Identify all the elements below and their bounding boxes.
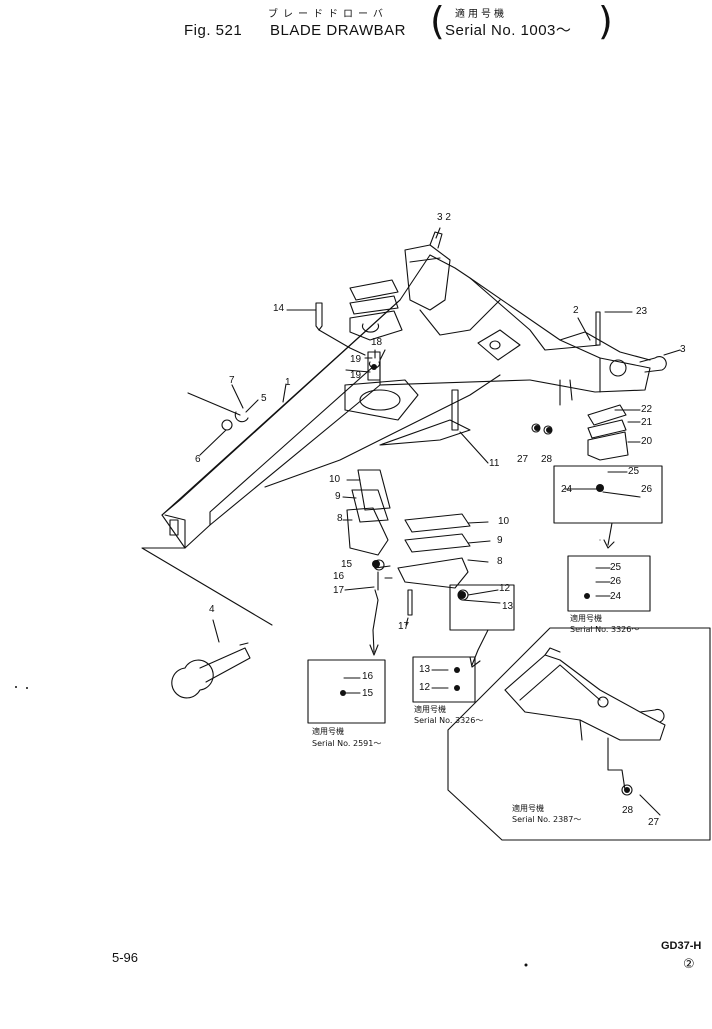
ball-pin: [172, 643, 250, 698]
callout-24: 24: [561, 484, 573, 495]
top-shoe-stack: [350, 280, 402, 340]
callout-6: 6: [195, 454, 201, 465]
callout-8-b: 8: [497, 556, 503, 567]
inset-2591-applicable: 適用号機: [312, 727, 344, 736]
inset-3326-callout-26: 26: [610, 576, 622, 587]
left-paren: (: [430, 0, 445, 43]
callout-15: 15: [341, 559, 353, 570]
callout-23: 23: [636, 306, 648, 317]
inset-3326b-callout-12: 12: [419, 682, 431, 693]
callout-9-b: 9: [497, 535, 503, 546]
callout-4: 4: [209, 604, 215, 615]
inset-2387-callout-28: 28: [622, 805, 634, 816]
callout-2: 2: [573, 305, 579, 316]
inset-drawbar: [505, 648, 665, 815]
applicable-label: 適用号機: [455, 9, 507, 20]
drawbar-frame: [162, 245, 650, 548]
inset-3326-serial: Serial No. 3326～: [570, 625, 640, 634]
left-shoe-stack: [347, 470, 390, 555]
model-code: GD37-H: [661, 940, 702, 952]
callout-1: 1: [285, 377, 291, 388]
inset-3326-applicable: 適用号機: [570, 614, 602, 623]
callout-7: 7: [229, 375, 235, 386]
callout-10-b: 10: [498, 516, 510, 527]
serial-range: Serial No. 1003～: [445, 22, 572, 39]
callout-20: 20: [641, 436, 653, 447]
callout-10-a: 10: [329, 474, 341, 485]
callout-14: 14: [273, 303, 285, 314]
callout-3: 3: [680, 344, 686, 355]
inset-2591-serial: Serial No. 2591～: [312, 739, 382, 748]
callout-16: 16: [333, 571, 345, 582]
inset-2387-callout-27: 27: [648, 817, 660, 828]
callout-9-a: 9: [335, 491, 341, 502]
callout-22: 22: [641, 404, 653, 415]
callout-8-a: 8: [337, 513, 343, 524]
center-shoe-stack: [398, 514, 470, 588]
right-shoe-stack: [588, 405, 628, 460]
callout-13: 13: [502, 601, 514, 612]
callout-32: 3 2: [437, 212, 451, 223]
inset-3326-callout-25: 25: [610, 562, 622, 573]
kana-title: ブレードドローバ: [268, 9, 388, 20]
callout-21: 21: [641, 417, 653, 428]
inset-3326-callout-24: 24: [610, 591, 622, 602]
callout-5: 5: [261, 393, 267, 404]
inset-2591-callout-15: 15: [362, 688, 374, 699]
callout-26: 26: [641, 484, 653, 495]
callout-19-a: 19: [350, 354, 362, 365]
inset-2387-applicable: 適用号機: [512, 804, 544, 813]
revision-mark: ②: [683, 957, 695, 972]
page-number: 5-96: [112, 950, 139, 965]
figure-title: BLADE DRAWBAR: [270, 22, 406, 39]
callout-17-a: 17: [333, 585, 345, 596]
inset-2591-callout-16: 16: [362, 671, 374, 682]
callout-11: 11: [489, 458, 500, 469]
callout-18: 18: [371, 337, 383, 348]
callout-25: 25: [628, 466, 640, 477]
inset-3326b-callout-13: 13: [419, 664, 431, 675]
inset-2387-serial: Serial No. 2387～: [512, 815, 582, 824]
inset-3326b-serial: Serial No. 3326～: [414, 716, 484, 725]
callout-12: 12: [499, 583, 511, 594]
figure-number: Fig. 521: [184, 22, 243, 39]
right-paren: ): [598, 0, 613, 43]
callout-17-b: 17: [398, 621, 410, 632]
inset-3326b-applicable: 適用号機: [414, 705, 446, 714]
callout-28: 28: [541, 454, 553, 465]
callout-19-b: 19: [350, 370, 362, 381]
callout-27: 27: [517, 454, 529, 465]
